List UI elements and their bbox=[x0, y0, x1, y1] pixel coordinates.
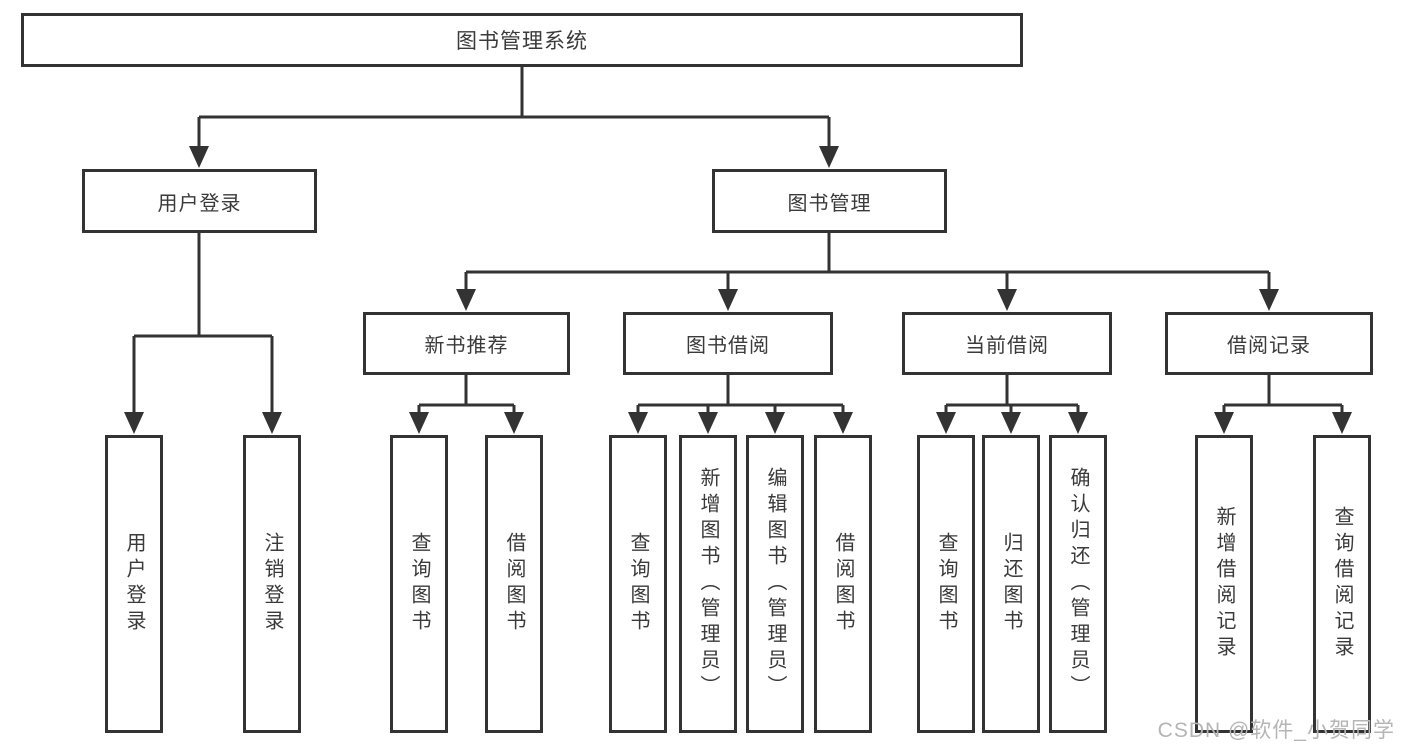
leaf-add-borrow-record: 新增借阅记录 bbox=[1195, 435, 1253, 733]
arrowheads bbox=[124, 146, 1352, 434]
leaf-query-books-recommend: 查询图书 bbox=[390, 435, 448, 733]
node-book-management: 图书管理 bbox=[712, 169, 947, 233]
node-new-book-recommend: 新书推荐 bbox=[363, 312, 570, 375]
leaf-query-books-borrow: 查询图书 bbox=[609, 435, 667, 733]
node-current-borrow: 当前借阅 bbox=[902, 312, 1112, 375]
leaf-return-books: 归还图书 bbox=[982, 435, 1040, 733]
node-library-management-system: 图书管理系统 bbox=[21, 13, 1023, 67]
leaf-borrow-books: 借阅图书 bbox=[814, 435, 872, 733]
leaf-confirm-return-admin: 确认归还（管理员） bbox=[1049, 435, 1107, 733]
leaf-borrow-books-recommend: 借阅图书 bbox=[485, 435, 543, 733]
watermark-text: CSDN @软件_小贺同学 bbox=[1157, 719, 1395, 742]
leaf-query-books-current: 查询图书 bbox=[917, 435, 975, 733]
node-user-login: 用户登录 bbox=[82, 169, 317, 233]
leaf-logout: 注销登录 bbox=[243, 435, 301, 733]
node-book-borrow: 图书借阅 bbox=[623, 312, 833, 375]
node-borrow-records: 借阅记录 bbox=[1165, 312, 1373, 375]
leaf-edit-books-admin: 编辑图书（管理员） bbox=[746, 435, 804, 733]
leaf-add-books-admin: 新增图书（管理员） bbox=[679, 435, 737, 733]
leaf-query-borrow-record: 查询借阅记录 bbox=[1313, 435, 1371, 733]
leaf-user-login: 用户登录 bbox=[105, 435, 163, 733]
